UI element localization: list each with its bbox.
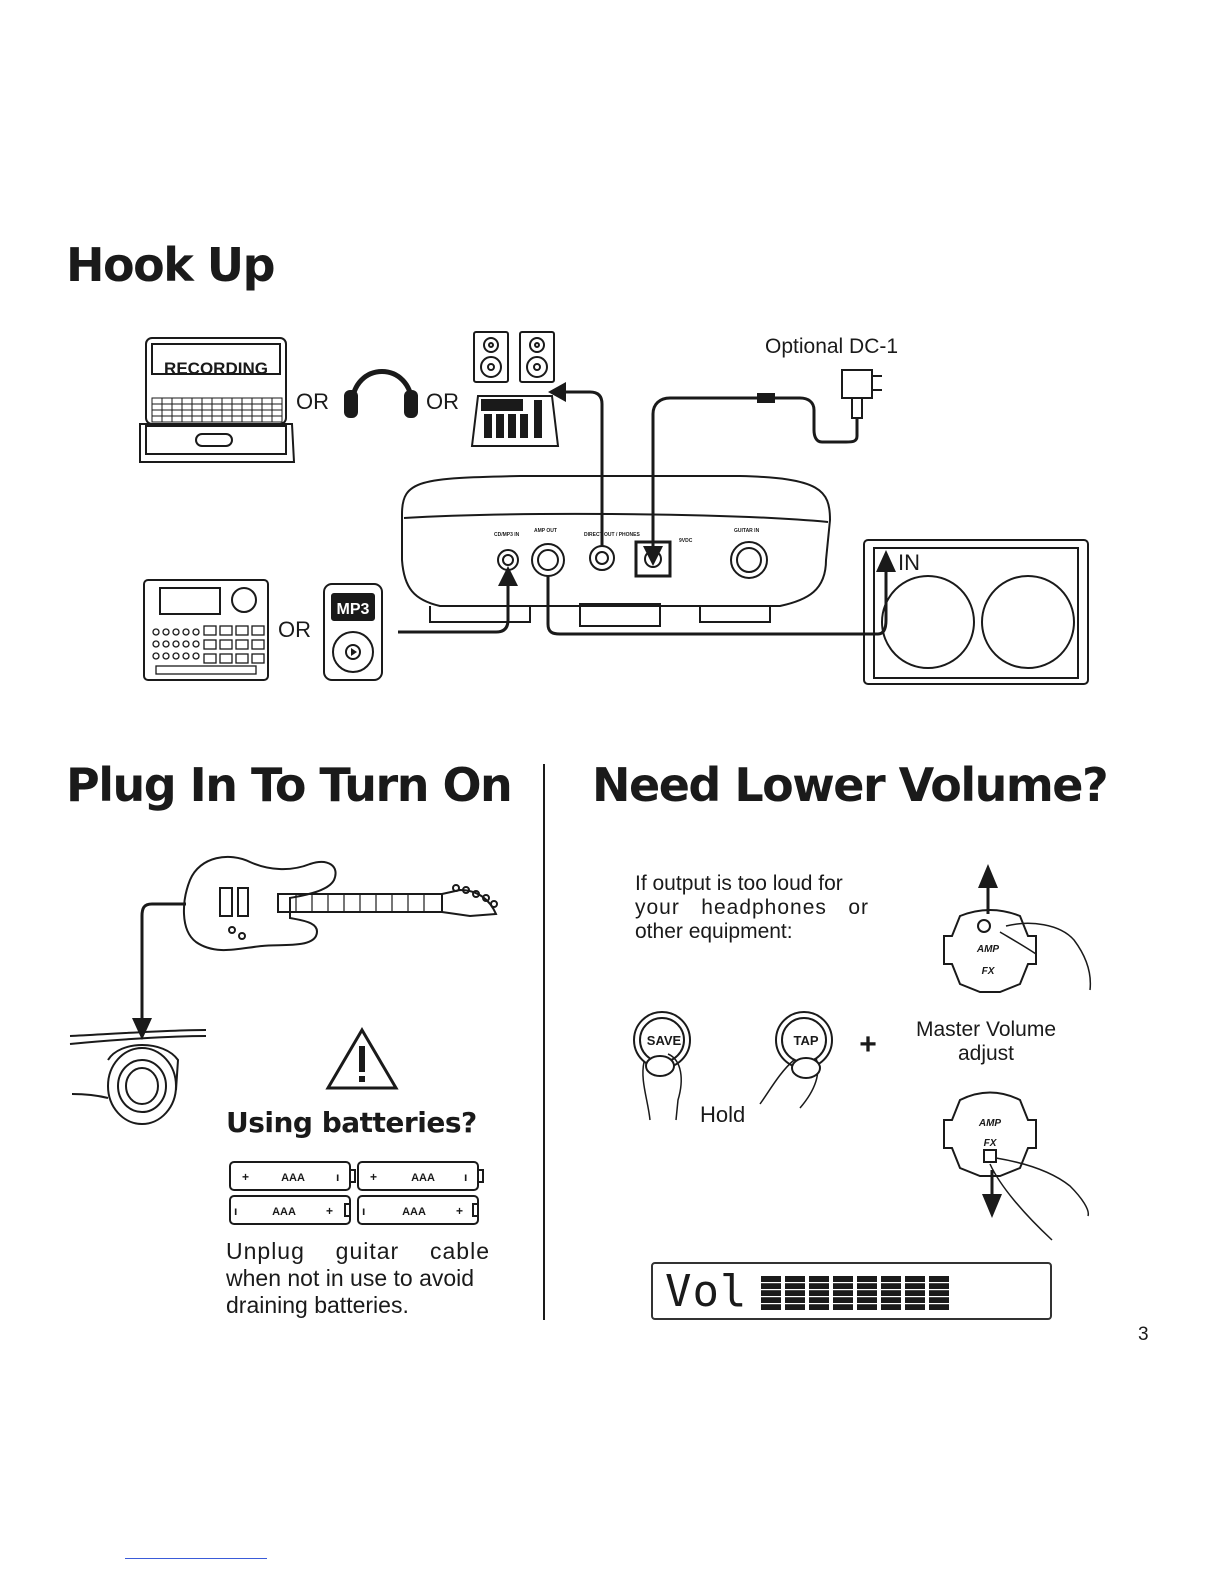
- svg-text:+: +: [326, 1204, 333, 1218]
- knob-top-icon: [943, 909, 1092, 993]
- mp3-label: MP3: [337, 601, 370, 618]
- jack-label-cdmp3: CD/MP3 IN: [494, 532, 520, 538]
- lcd-bar-segment: [761, 1276, 781, 1310]
- lower-volume-title: Need Lower Volume?: [592, 758, 1109, 812]
- hold-label: Hold: [700, 1102, 745, 1127]
- master-volume-line2: adjust: [958, 1042, 1014, 1065]
- battery-note-line2: when not in use to avoid: [226, 1265, 475, 1291]
- jack-label-ampout: AMP OUT: [534, 528, 557, 534]
- lcd-bar-segment: [881, 1276, 901, 1310]
- hook-up-diagram: RECORDING OR OR Optional DC-1: [139, 331, 1089, 685]
- guitar-input-closeup: [69, 1029, 207, 1125]
- section-divider: [543, 764, 545, 1320]
- recording-label: RECORDING: [164, 359, 268, 378]
- lower-volume-intro: If output is too loud for your headphone…: [635, 872, 869, 944]
- svg-text:ı: ı: [336, 1170, 339, 1184]
- page-number: 3: [1138, 1324, 1149, 1345]
- down-arrow-icon: [982, 1170, 1002, 1218]
- lcd-bar-segment: [809, 1276, 829, 1310]
- or-label-2: OR: [426, 389, 459, 414]
- batteries-heading: Using batteries?: [226, 1106, 477, 1139]
- knob-bottom-fx: FX: [984, 1138, 998, 1149]
- lcd-display: Vol: [651, 1262, 1052, 1320]
- knob-top-fx: FX: [982, 966, 996, 977]
- optional-dc-label: Optional DC-1: [765, 335, 898, 358]
- lower-volume-diagram: AMP FX SAVE TAP + Hold Master Volume adj…: [633, 864, 1092, 1241]
- knob-bottom-amp: AMP: [978, 1118, 1002, 1129]
- headphones-icon: [344, 369, 418, 418]
- or-label-1: OR: [296, 389, 329, 414]
- speakers-icon: [473, 331, 555, 383]
- knob-top-amp: AMP: [976, 944, 1000, 955]
- laptop-icon: [139, 337, 296, 463]
- lcd-volume-bars: [761, 1276, 949, 1310]
- jack-label-directout: DIRECT OUT / PHONES: [584, 532, 641, 538]
- lcd-bar-segment: [929, 1276, 949, 1310]
- svg-text:+: +: [456, 1204, 463, 1218]
- battery-note-line1: Unplug guitar cable: [226, 1238, 490, 1264]
- cables: [398, 382, 896, 636]
- svg-text:ı: ı: [464, 1170, 467, 1184]
- battery-label-1: AAA: [281, 1172, 305, 1184]
- intro-line3: other equipment:: [635, 920, 793, 943]
- hook-up-title: Hook Up: [66, 238, 276, 292]
- plus-sign: +: [859, 1028, 877, 1061]
- svg-text:+: +: [370, 1170, 377, 1184]
- save-button-icon: [633, 1011, 691, 1121]
- intro-line2: your headphones or: [635, 896, 869, 919]
- warning-icon: [325, 1027, 399, 1090]
- battery-note-line3: draining batteries.: [226, 1292, 409, 1318]
- or-label-3: OR: [278, 617, 311, 642]
- knob-bottom-icon: [943, 1091, 1090, 1241]
- master-volume-line1: Master Volume: [916, 1018, 1056, 1041]
- amp-out-jack: [531, 543, 565, 577]
- battery-label-2: AAA: [411, 1172, 435, 1184]
- svg-text:ı: ı: [362, 1204, 365, 1218]
- lcd-vol-text: Vol: [665, 1266, 748, 1317]
- lcd-bar-segment: [833, 1276, 853, 1310]
- guitar-amp-icon: [863, 539, 1089, 685]
- battery-label-4: AAA: [402, 1206, 426, 1218]
- save-label: SAVE: [647, 1033, 682, 1048]
- lcd-bar-segment: [785, 1276, 805, 1310]
- lcd-bar-segment: [857, 1276, 877, 1310]
- plug-in-title: Plug In To Turn On: [66, 758, 513, 812]
- jack-label-9vdc: 9VDC: [679, 538, 693, 544]
- batteries-diagram: + ı + ı ı + ı + AAA AAA AAA AAA: [229, 1161, 484, 1225]
- plug-in-diagram: [69, 855, 498, 1125]
- svg-text:+: +: [242, 1170, 249, 1184]
- drum-machine-icon: [143, 579, 269, 681]
- mp3-player-icon: [323, 583, 383, 681]
- intro-line1: If output is too loud for: [635, 872, 843, 895]
- svg-text:ı: ı: [234, 1204, 237, 1218]
- jack-label-guitarin: GUITAR IN: [734, 528, 760, 534]
- mixer-icon: [470, 395, 560, 447]
- tap-button-icon: [759, 1011, 833, 1109]
- tap-label: TAP: [793, 1033, 818, 1048]
- guitar-cable: [132, 902, 186, 1040]
- footer-link-line: [125, 1558, 267, 1559]
- phones-jack: [589, 545, 615, 571]
- amp-in-label: IN: [898, 550, 920, 575]
- power-adapter-icon: [757, 369, 882, 444]
- guitar-icon: [182, 855, 498, 952]
- battery-note: Unplug guitar cable when not in use to a…: [226, 1238, 490, 1319]
- up-arrow-icon: [978, 864, 998, 914]
- lcd-bar-segment: [905, 1276, 925, 1310]
- amp-device-icon: [401, 475, 832, 627]
- guitar-in-jack: [730, 541, 768, 579]
- battery-label-3: AAA: [272, 1206, 296, 1218]
